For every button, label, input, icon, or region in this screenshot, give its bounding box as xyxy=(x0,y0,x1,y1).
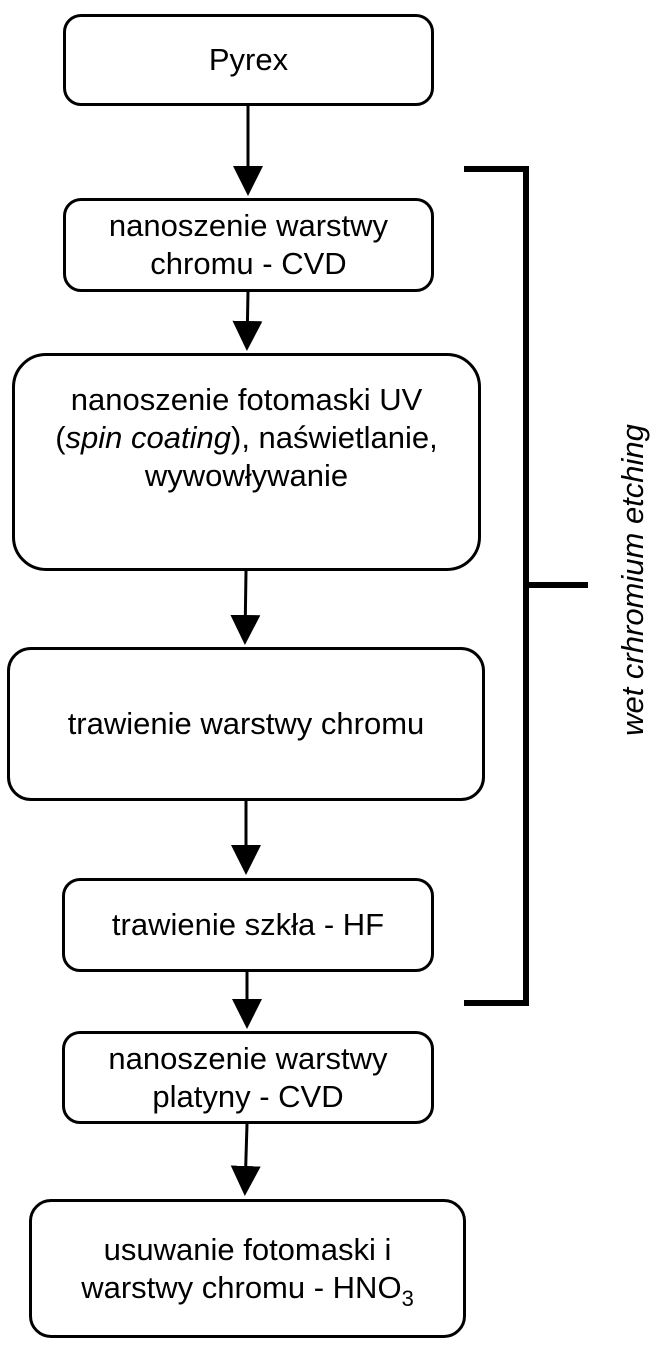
step-photomask-line1: nanoszenie fotomaski UV xyxy=(70,382,423,417)
step-chrome-cvd: nanoszenie warstwy chromu - CVD xyxy=(63,198,434,292)
step-platinum-cvd-line2: platyny - CVD xyxy=(152,1078,344,1114)
step-photomask-line3: wywowływanie xyxy=(144,458,349,493)
step-pyrex: Pyrex xyxy=(63,14,434,106)
bracket-label: wet crhromium etching xyxy=(615,424,650,736)
step-chrome-etch-label: trawienie warstwy chromu xyxy=(67,706,425,741)
step-photomask-line2: (spin coating), naświetlanie, xyxy=(55,420,438,455)
step-glass-etch-label: trawienie szkła - HF xyxy=(111,907,385,942)
spin-coating-italic: spin coating xyxy=(65,420,231,455)
step-removal: usuwanie fotomaski i warstwy chromu - HN… xyxy=(29,1199,466,1338)
step-chrome-etch: trawienie warstwy chromu xyxy=(7,647,485,801)
step-platinum-cvd: nanoszenie warstwy platyny - CVD xyxy=(62,1031,434,1124)
bracket xyxy=(464,166,588,1006)
step-chrome-cvd-line2: chromu - CVD xyxy=(150,246,347,281)
step-photomask: nanoszenie fotomaski UV (spin coating), … xyxy=(12,353,481,571)
step-chrome-cvd-line1: nanoszenie warstwy xyxy=(108,208,389,243)
step-glass-etch: trawienie szkła - HF xyxy=(62,878,434,972)
step-pyrex-label: Pyrex xyxy=(208,42,289,77)
arrow-chrome-to-photomask xyxy=(232,291,263,351)
step-removal-line1: usuwanie fotomaski i xyxy=(103,1231,392,1267)
arrow-photomask-to-chrome-etch xyxy=(230,570,261,645)
step-removal-line2: warstwy chromu - HNO3 xyxy=(81,1269,414,1311)
step-platinum-cvd-line1: nanoszenie warstwy xyxy=(108,1040,388,1076)
arrow-platinum-to-removal xyxy=(230,1123,261,1196)
subscript-3: 3 xyxy=(401,1285,414,1311)
